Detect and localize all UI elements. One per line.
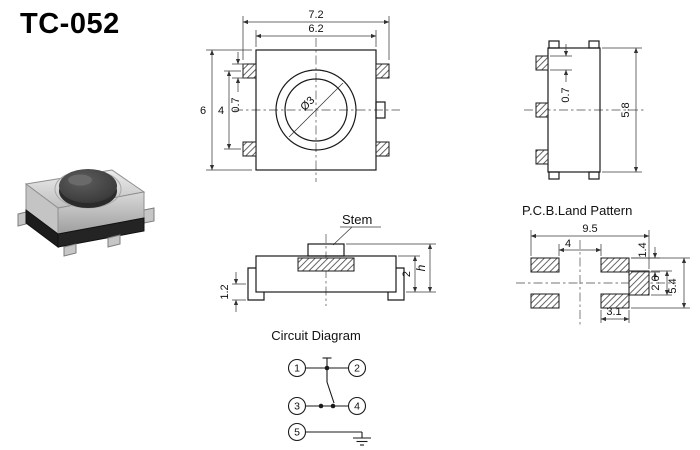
- top-view-pin: [242, 141, 257, 157]
- terminal-4-label: 4: [354, 401, 360, 413]
- dim-pcb-overall-height: 5.4: [631, 257, 690, 309]
- dim-overall-height: 6: [200, 49, 252, 171]
- switch-photo: [17, 169, 155, 257]
- top-view-stem-outer: [275, 69, 357, 151]
- dim-side-height-label: 5.8: [620, 102, 632, 117]
- dim-base-height-label: 1.2: [219, 284, 231, 299]
- top-view-pin: [375, 63, 390, 79]
- side-view-pin: [535, 149, 549, 165]
- side-view-clip: [548, 40, 560, 49]
- side-view-clip: [588, 171, 600, 180]
- circuit-title: Circuit Diagram: [271, 328, 361, 343]
- pcb-pad: [530, 257, 560, 273]
- pcb-land-pattern: P.C.B.Land Pattern 9.5 4 1.4: [516, 203, 690, 326]
- side-view: 0.7 5.8: [524, 40, 646, 180]
- stem-label: Stem: [342, 212, 372, 227]
- terminal-3: [287, 396, 307, 416]
- dim-body-width: 6.2: [255, 23, 377, 47]
- side-view-pin: [535, 102, 549, 118]
- side-view-clip: [588, 40, 600, 49]
- circuit-diagram: Circuit Diagram 1 2 3 4 5: [271, 328, 371, 446]
- switch-pin: [63, 243, 77, 257]
- switch-pin: [143, 207, 155, 224]
- switch-button: [59, 169, 117, 203]
- front-view-terminal-left: [247, 267, 265, 301]
- top-view-pin: [375, 141, 390, 157]
- switch-pin: [107, 234, 121, 248]
- terminal-2: [347, 358, 367, 378]
- dim-base-height: 1.2: [219, 272, 246, 312]
- switch-pin: [17, 211, 27, 227]
- side-view-pin: [535, 55, 549, 71]
- pcb-title: P.C.B.Land Pattern: [522, 203, 632, 218]
- dim-pin-width: 0.7: [230, 52, 247, 113]
- dim-overall-width-label: 7.2: [308, 9, 323, 21]
- dim-pcb-overall-height-label: 5.4: [667, 278, 679, 293]
- dim-side-height: 5.8: [602, 47, 642, 173]
- top-view: Ø3 7.2 6.2 6 4: [200, 9, 400, 182]
- dim-overall-height-label: 6: [200, 105, 206, 117]
- dim-total-height-label: h: [414, 264, 428, 271]
- pcb-pad: [600, 293, 630, 309]
- dim-pcb-side-pad-height-label: 2.6: [650, 275, 662, 290]
- dim-side-pin-width-label: 0.7: [560, 87, 572, 102]
- terminal-5-label: 5: [294, 427, 300, 439]
- dim-pin-width-label: 0.7: [230, 97, 242, 112]
- front-view: Stem 1.2 2 h: [219, 212, 436, 312]
- terminal-3-label: 3: [294, 401, 300, 413]
- dim-pcb-overall-width-label: 9.5: [582, 223, 597, 235]
- dim-pcb-inner-width: 4: [558, 238, 602, 256]
- terminal-2-label: 2: [354, 363, 360, 375]
- side-view-clip: [548, 171, 560, 180]
- ground-icon: [353, 432, 371, 446]
- part-number-title: TC-052: [20, 8, 120, 40]
- pcb-side-pad: [628, 270, 650, 296]
- top-view-side-tab: [375, 101, 386, 119]
- pcb-pad: [600, 257, 630, 273]
- front-view-terminal-right: [387, 267, 405, 301]
- switch-base-left: [25, 209, 59, 248]
- dim-pcb-pad-width: 3.1: [600, 306, 630, 323]
- top-view-pin: [242, 63, 257, 79]
- terminal-1-label: 1: [294, 363, 300, 375]
- terminal-4: [347, 396, 367, 416]
- dim-body-width-label: 6.2: [308, 23, 323, 35]
- switch-button-highlight: [68, 174, 92, 186]
- dim-pcb-pad-height-label: 1.4: [637, 242, 649, 257]
- dim-pcb-pad-width-label: 3.1: [606, 306, 621, 318]
- dim-overall-width: 7.2: [242, 9, 390, 60]
- dim-total-height: h: [346, 243, 436, 293]
- dim-body-height-label: 2: [401, 271, 413, 277]
- dim-pin-span-label: 4: [218, 105, 224, 117]
- terminal-1: [287, 358, 307, 378]
- dim-side-pin-width: 0.7: [550, 44, 572, 103]
- dim-stem-diameter: Ø3: [298, 94, 317, 113]
- terminal-5: [287, 422, 307, 442]
- front-view-contact-block: [297, 257, 355, 272]
- dim-pin-span: 4: [218, 70, 241, 150]
- dim-pcb-overall-width: 9.5: [530, 223, 650, 269]
- top-view-stem-inner: [284, 78, 348, 142]
- dim-pcb-inner-width-label: 4: [565, 238, 571, 250]
- pcb-pad: [530, 293, 560, 309]
- dim-pcb-side-pad-height: 2.6: [650, 270, 672, 296]
- front-view-body: [255, 255, 397, 293]
